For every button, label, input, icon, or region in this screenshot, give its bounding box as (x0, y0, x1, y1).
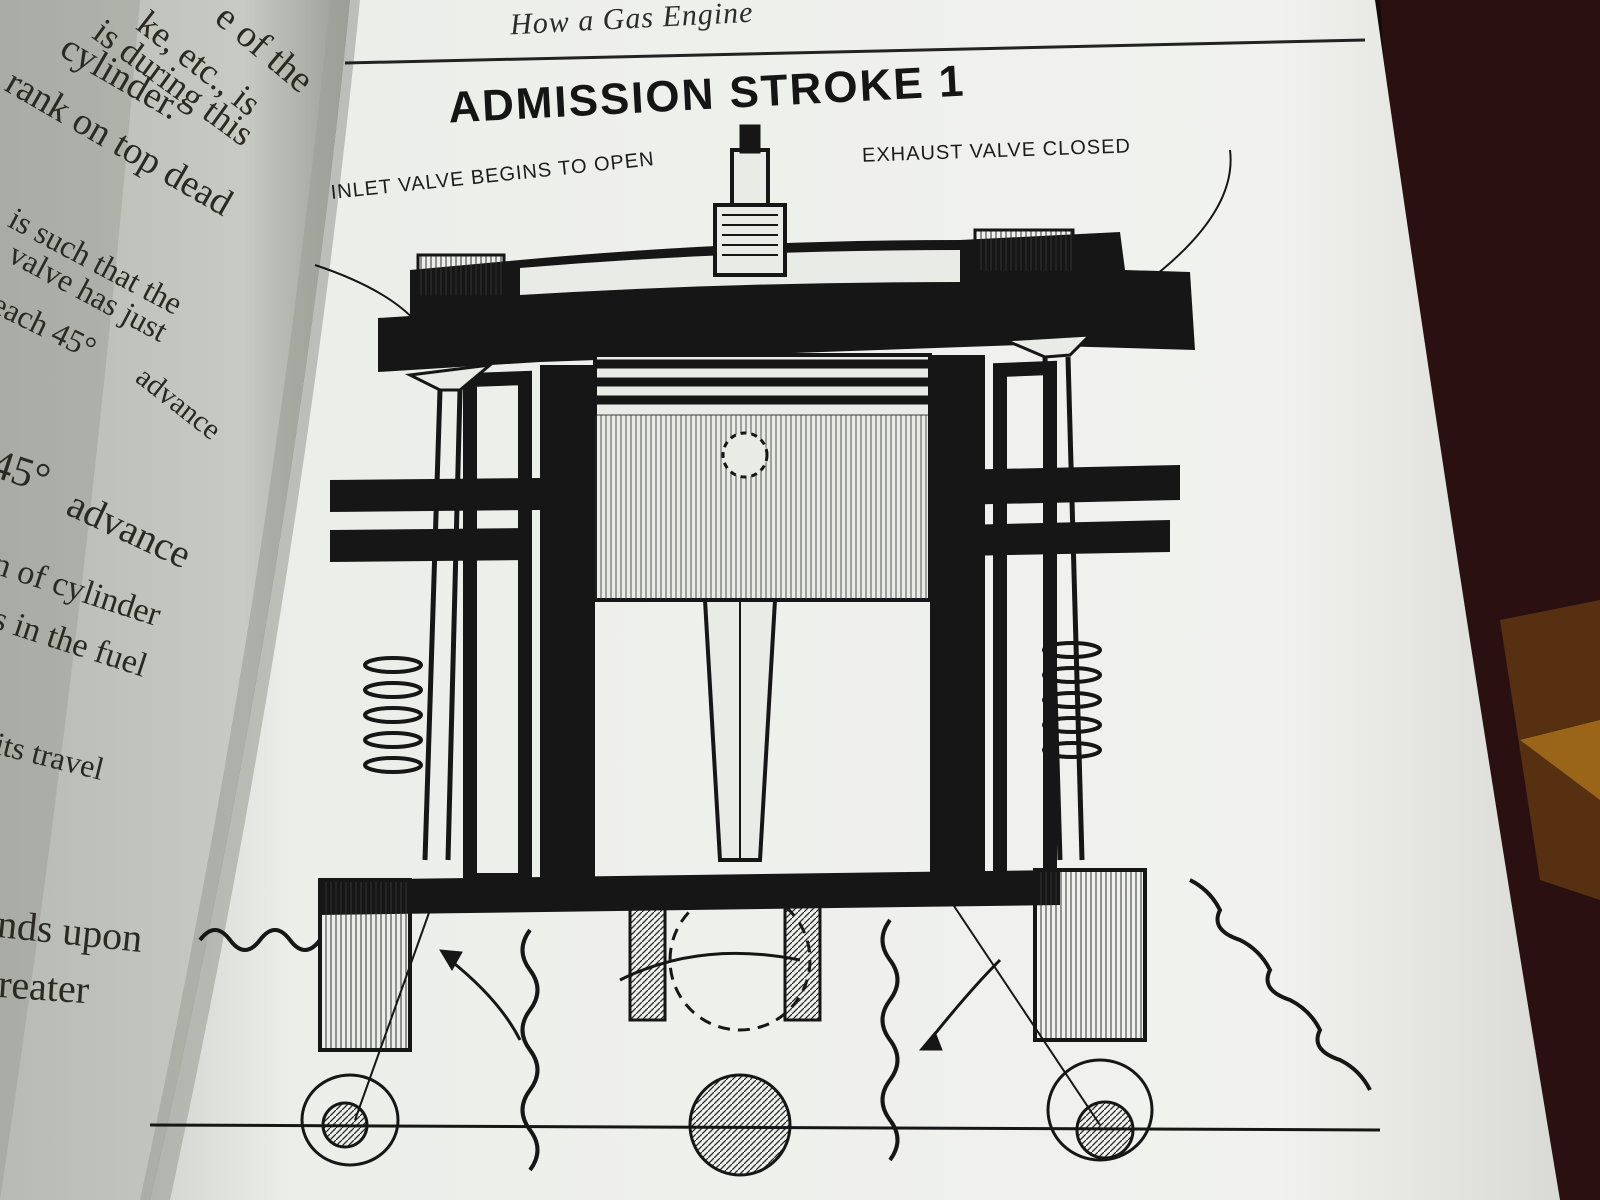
inlet-leader-line (314, 264, 436, 356)
baseline (149, 1123, 1381, 1132)
exhaust-valve (1004, 333, 1094, 359)
inlet-spring (363, 656, 423, 774)
exhaust-tappet (1033, 868, 1147, 1042)
left-vignette (0, 0, 140, 1200)
crankcase (320, 870, 1060, 915)
crankshaft (688, 1073, 792, 1177)
left-page-line: reater (0, 960, 91, 1013)
cylinder-wall-left (540, 365, 595, 880)
left-page (0, 0, 350, 1200)
gear-left (198, 928, 322, 952)
spine-shadow (140, 0, 360, 1200)
exhaust-spring (1042, 641, 1102, 759)
cloth-pattern-orange (1520, 720, 1600, 800)
gear-right (1189, 878, 1372, 1091)
exhaust-leader-line (1089, 149, 1232, 321)
cylinder-wall-right (930, 355, 985, 880)
engine-diagram (149, 124, 1381, 1177)
header-rule (344, 38, 1366, 65)
inlet-tappet (318, 878, 412, 1052)
red-cloth-edge (1380, 0, 1600, 1200)
